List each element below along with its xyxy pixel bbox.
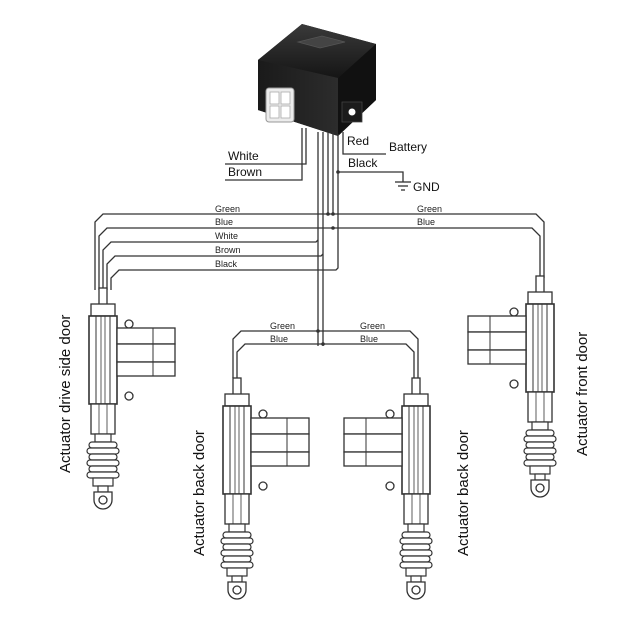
harness-label-blue-right: Blue [417, 217, 435, 227]
label-white: White [228, 149, 259, 163]
actuator-back-door-left: Actuator back door [191, 377, 310, 600]
actuator-front-door: Actuator front door [467, 275, 591, 498]
actuator-back-door-right: Actuator back door [343, 377, 472, 600]
box-wires [225, 128, 411, 346]
rear-label-green-right: Green [360, 321, 385, 331]
harness-label-blue-left: Blue [215, 217, 233, 227]
actuator-front-door-label: Actuator front door [574, 332, 591, 456]
harness-label-black: Black [215, 259, 238, 269]
actuator-back-door-left-label: Actuator back door [191, 430, 208, 556]
rear-label-blue-right: Blue [360, 334, 378, 344]
rear-harness [232, 329, 419, 378]
label-black: Black [348, 156, 378, 170]
rear-label-green-left: Green [270, 321, 295, 331]
rear-label-blue-left: Blue [270, 334, 288, 344]
label-battery: Battery [389, 140, 427, 154]
actuator-drive-side-door: Actuator drive side door [57, 287, 176, 510]
harness-label-brown: Brown [215, 245, 241, 255]
control-box [258, 24, 376, 136]
label-brown: Brown [228, 165, 262, 179]
main-harness [94, 172, 545, 290]
harness-label-green-left: Green [215, 204, 240, 214]
label-gnd: GND [413, 180, 440, 194]
wire-connector [265, 87, 295, 123]
harness-label-white: White [215, 231, 238, 241]
harness-label-green-right: Green [417, 204, 442, 214]
actuator-back-door-right-label: Actuator back door [455, 430, 472, 556]
actuator-drive-side-door-label: Actuator drive side door [57, 315, 74, 473]
label-red: Red [347, 134, 369, 148]
